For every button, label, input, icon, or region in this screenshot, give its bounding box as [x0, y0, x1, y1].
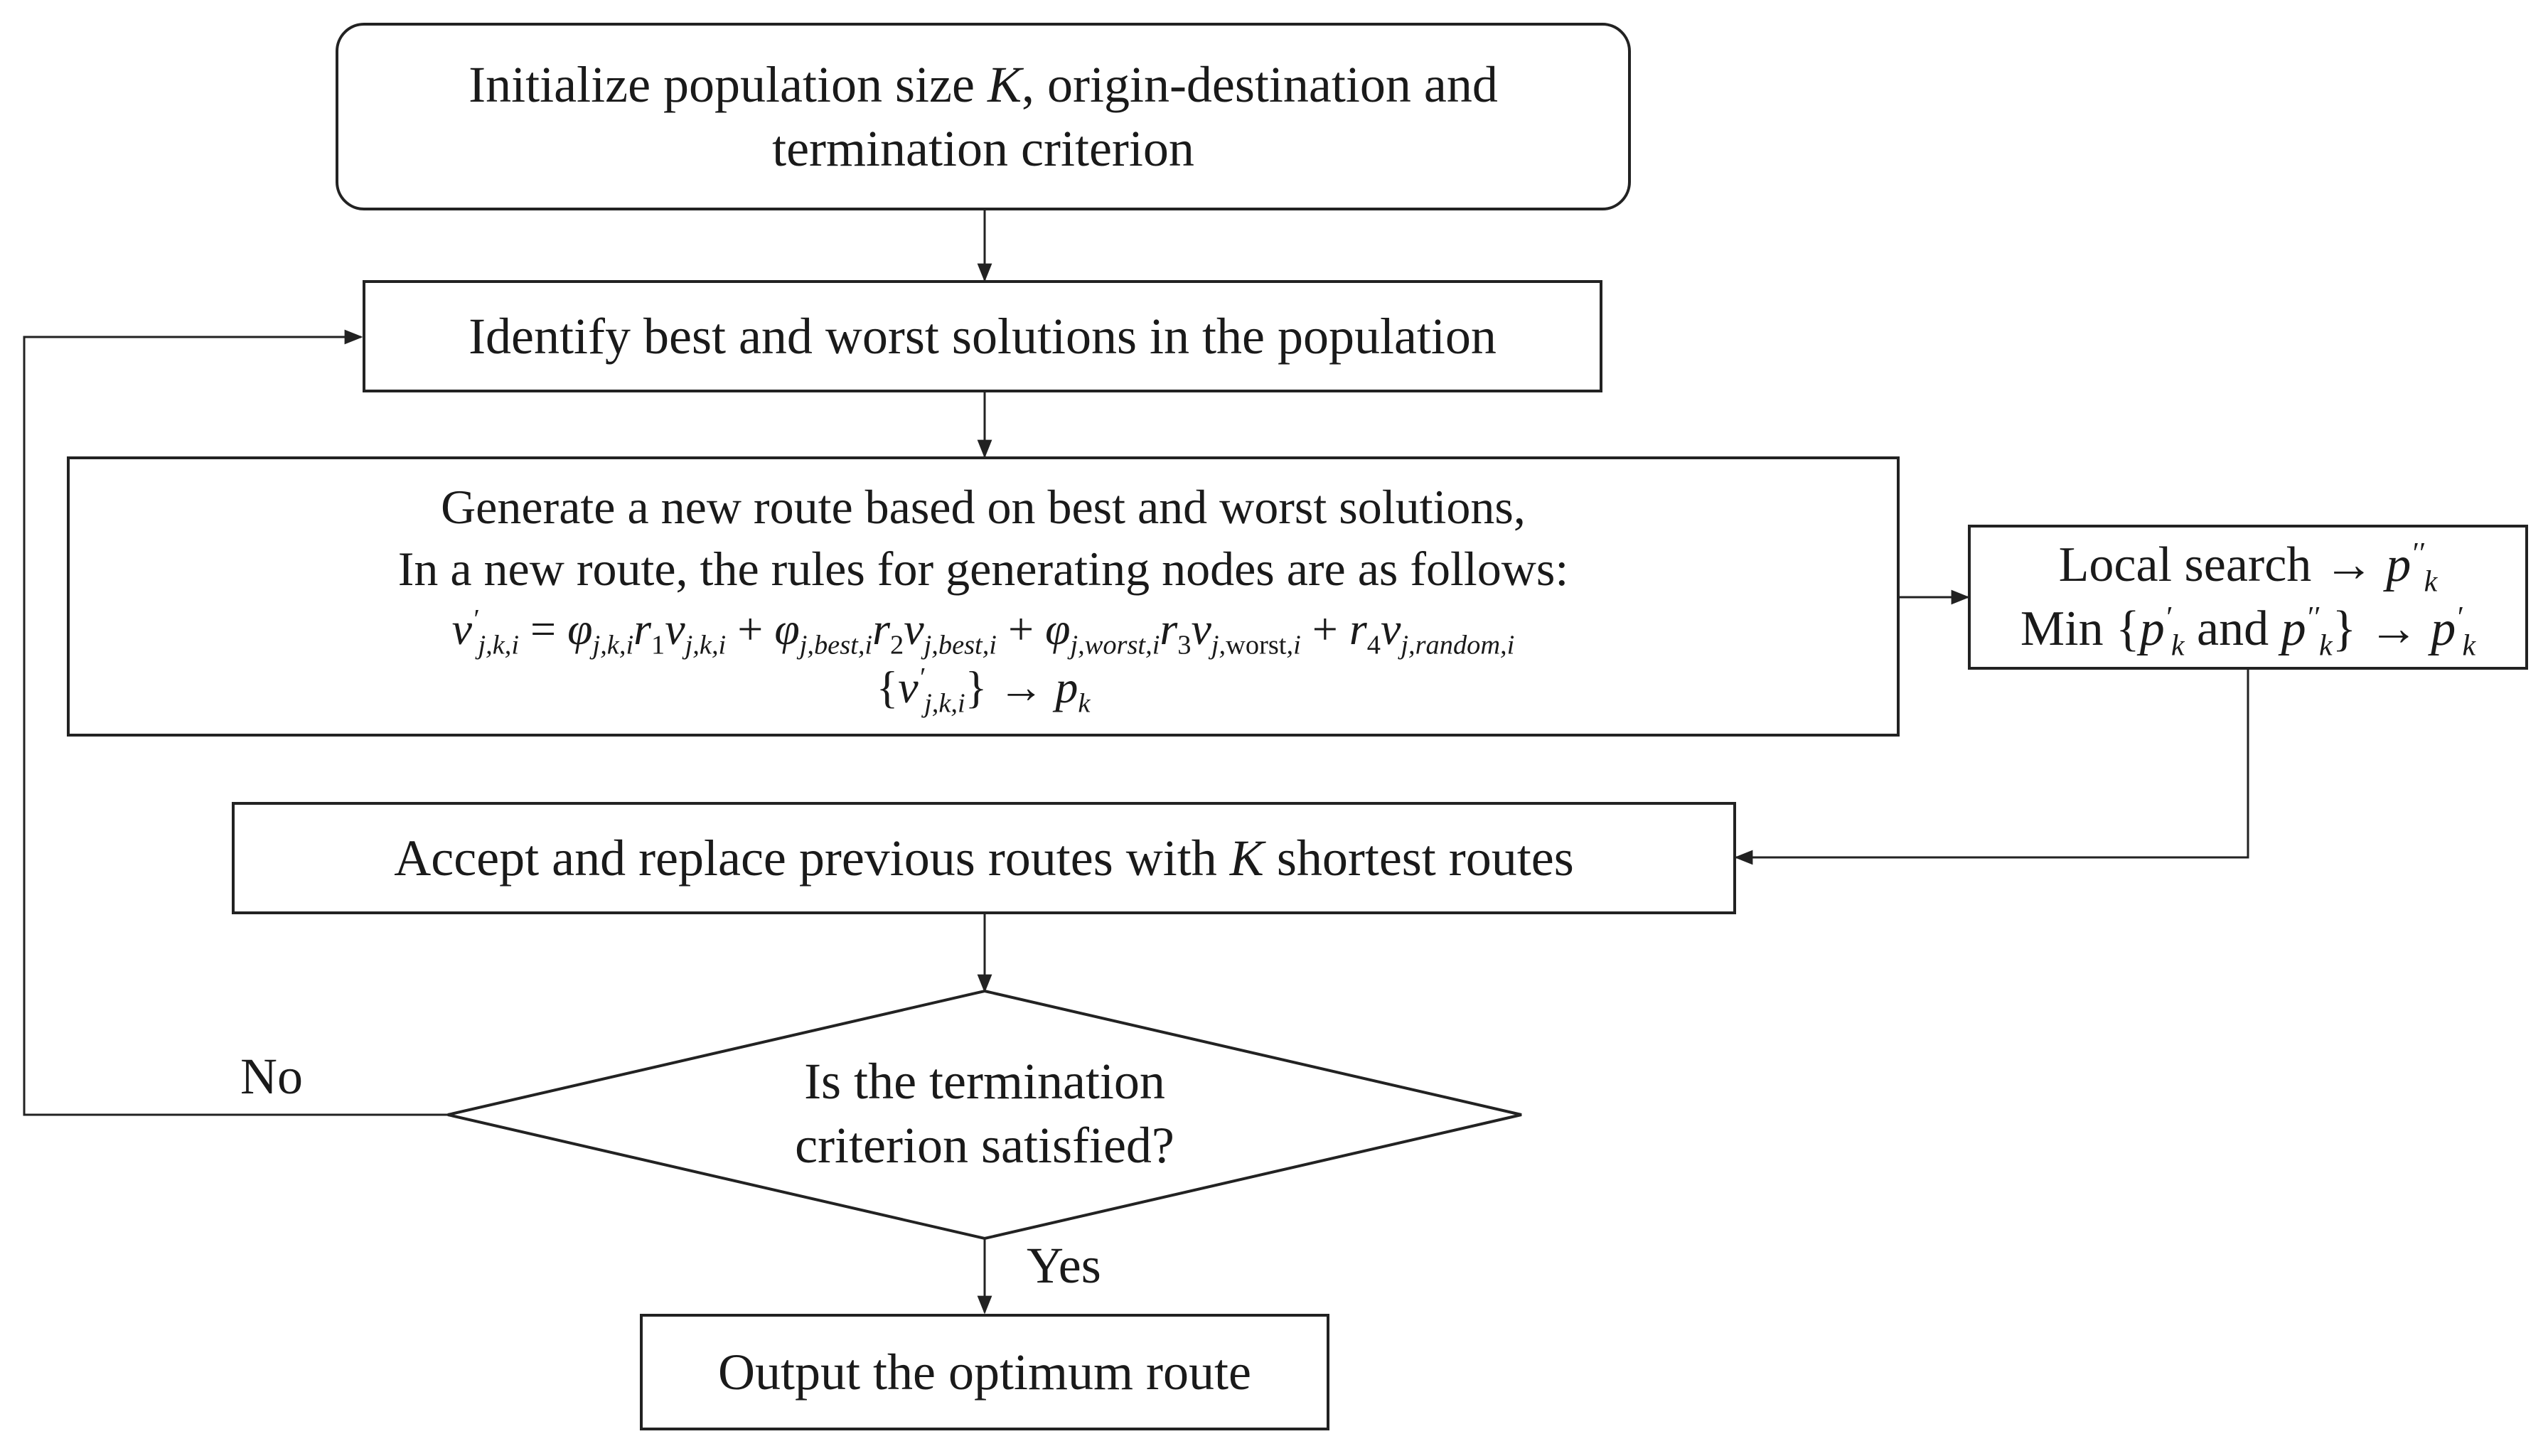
- node-set-to-path-formula: {v′j,k,i} → pk: [876, 662, 1091, 719]
- identify-box: Identify best and worst solutions in the…: [363, 280, 1602, 392]
- yes-label: Yes: [1027, 1237, 1101, 1294]
- decision-line-1: Is the termination: [804, 1053, 1165, 1110]
- generate-line-2: In a new route, the rules for generating…: [397, 542, 1569, 596]
- population-size-variable: K: [987, 56, 1022, 113]
- local-search-line-1: Local search → p′′k: [2059, 533, 2438, 597]
- accept-box: Accept and replace previous routes with …: [232, 802, 1736, 914]
- k-shortest-variable: K: [1229, 830, 1264, 887]
- init-line-1: Initialize population size K, origin-des…: [469, 53, 1498, 117]
- output-text: Output the optimum route: [718, 1344, 1251, 1401]
- init-line-2: termination criterion: [772, 120, 1194, 177]
- init-box: Initialize population size K, origin-des…: [336, 23, 1631, 210]
- identify-text: Identify best and worst solutions in the…: [469, 308, 1497, 365]
- node-update-formula: v′j,k,i = φj,k,ir1vj,k,i + φj,best,ir2vj…: [451, 604, 1515, 660]
- decision-diamond: [447, 989, 1522, 1241]
- local-search-result-formula: p′′k: [2386, 537, 2438, 599]
- output-box: Output the optimum route: [640, 1314, 1329, 1430]
- init-text-pre: Initialize population size: [469, 56, 987, 113]
- accept-text-pre: Accept and replace previous routes with: [394, 830, 1230, 887]
- arrow-decision-no-loop: [23, 329, 448, 1116]
- accept-text-post: shortest routes: [1263, 830, 1574, 887]
- min-selection-formula: Min {p′k and p′′k} → p′k: [2020, 601, 2476, 663]
- arrow-local-search-to-accept: [1734, 670, 2249, 865]
- init-text-post: , origin-destination and: [1021, 56, 1498, 113]
- accept-text: Accept and replace previous routes with …: [394, 826, 1574, 890]
- local-search-label: Local search →: [2058, 537, 2374, 593]
- no-label: No: [240, 1048, 303, 1105]
- decision-line-2: criterion satisfied?: [795, 1117, 1174, 1174]
- generate-line-1: Generate a new route based on best and w…: [441, 480, 1526, 535]
- decision-text: Is the termination criterion satisfied?: [700, 1049, 1269, 1177]
- local-search-box: Local search → p′′k Min {p′k and p′′k} →…: [1968, 525, 2528, 670]
- generate-box: Generate a new route based on best and w…: [67, 456, 1900, 737]
